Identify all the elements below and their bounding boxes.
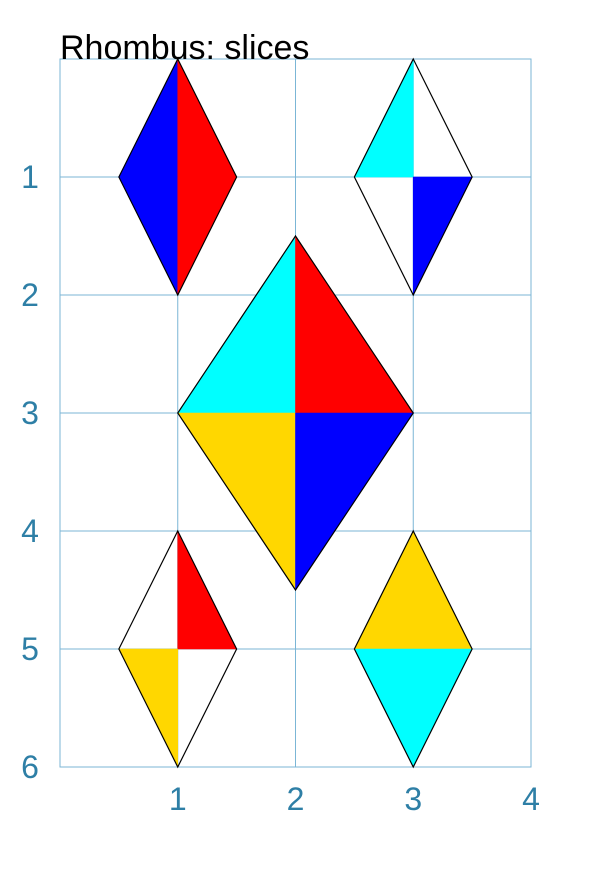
rhombus-top-right [353,57,473,297]
x-tick-label: 1 [169,781,187,817]
x-tick-label: 4 [522,781,540,817]
rhombus-layer [118,57,473,769]
x-tick-label: 2 [287,781,305,817]
y-tick-label: 3 [21,395,39,431]
rhombus-outline [353,57,473,297]
rhombus-top-left [118,57,238,297]
rhombus-outline [118,57,238,297]
rhombus-outline [353,529,473,769]
y-tick-label: 2 [21,277,39,313]
tick-labels: 1 2 3 4 1 2 3 4 5 6 [21,159,540,817]
figure-title: Rhombus: slices [60,29,309,67]
rhombus-bottom-right [353,529,473,769]
y-tick-label: 6 [21,749,39,785]
y-tick-label: 5 [21,631,39,667]
rhombus-center [177,234,414,592]
x-tick-label: 3 [404,781,422,817]
y-tick-label: 1 [21,159,39,195]
y-tick-label: 4 [21,513,39,549]
rhombus-outline [177,234,414,592]
rhombus-outline [118,529,238,769]
rhombus-bottom-left [118,529,238,769]
